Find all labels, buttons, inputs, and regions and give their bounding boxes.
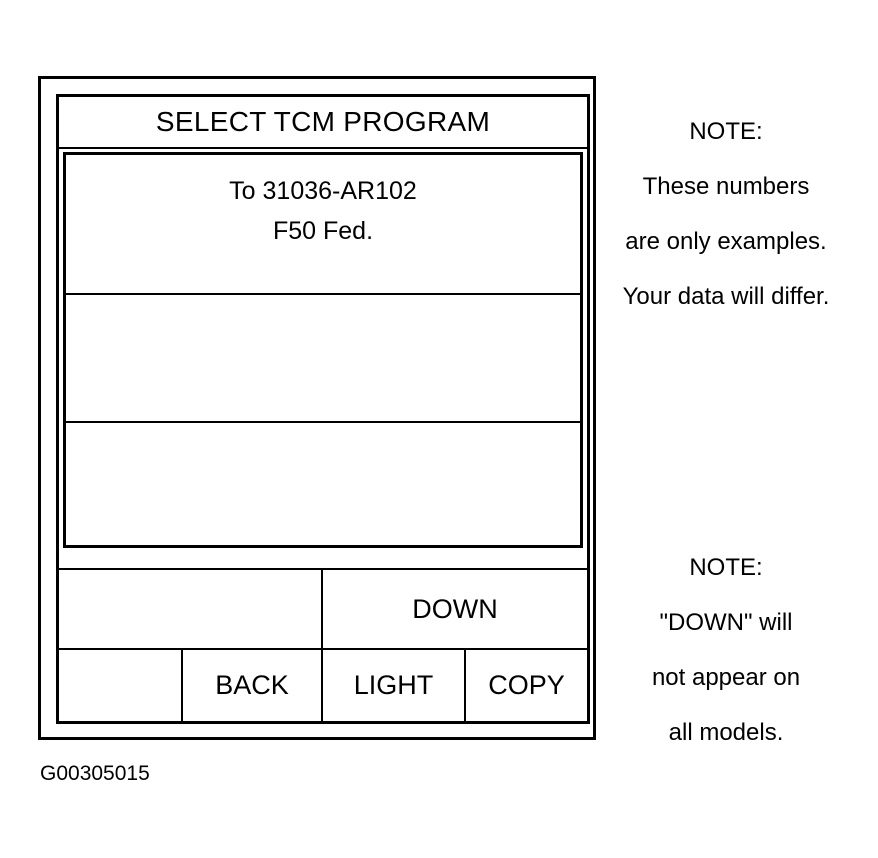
- note-down-key: NOTE: "DOWN" will not appear on all mode…: [606, 540, 846, 760]
- note-line: These numbers: [642, 173, 810, 200]
- note-examples: NOTE: These numbers are only examples. Y…: [606, 104, 846, 324]
- program-list-item[interactable]: To 31036-AR102 F50 Fed.: [66, 155, 580, 295]
- note-line: Your data will differ.: [622, 283, 830, 310]
- softkey-top-left[interactable]: [59, 570, 323, 650]
- figure-id: G00305015: [40, 762, 150, 785]
- program-list-item[interactable]: [66, 423, 580, 545]
- screen-title: SELECT TCM PROGRAM: [59, 97, 587, 149]
- note-heading: NOTE:: [689, 118, 763, 145]
- note-line: not appear on: [651, 664, 801, 691]
- program-item-line2: F50 Fed.: [272, 217, 374, 245]
- scan-tool-device: SELECT TCM PROGRAM To 31036-AR102 F50 Fe…: [38, 76, 596, 740]
- softkey-bottom-left[interactable]: [59, 650, 183, 721]
- down-softkey[interactable]: DOWN: [323, 570, 587, 650]
- program-item-line1: To 31036-AR102: [229, 177, 417, 205]
- softkey-divider-strip: [59, 548, 587, 570]
- note-line: all models.: [668, 719, 784, 746]
- note-line: are only examples.: [625, 228, 827, 255]
- scan-tool-screen: SELECT TCM PROGRAM To 31036-AR102 F50 Fe…: [56, 94, 590, 724]
- note-heading: NOTE:: [689, 554, 763, 581]
- light-softkey[interactable]: LIGHT: [323, 650, 466, 721]
- program-list: To 31036-AR102 F50 Fed.: [63, 152, 583, 548]
- back-softkey[interactable]: BACK: [183, 650, 323, 721]
- copy-softkey[interactable]: COPY: [466, 650, 587, 721]
- note-line: "DOWN" will: [659, 609, 793, 636]
- program-list-item[interactable]: [66, 295, 580, 423]
